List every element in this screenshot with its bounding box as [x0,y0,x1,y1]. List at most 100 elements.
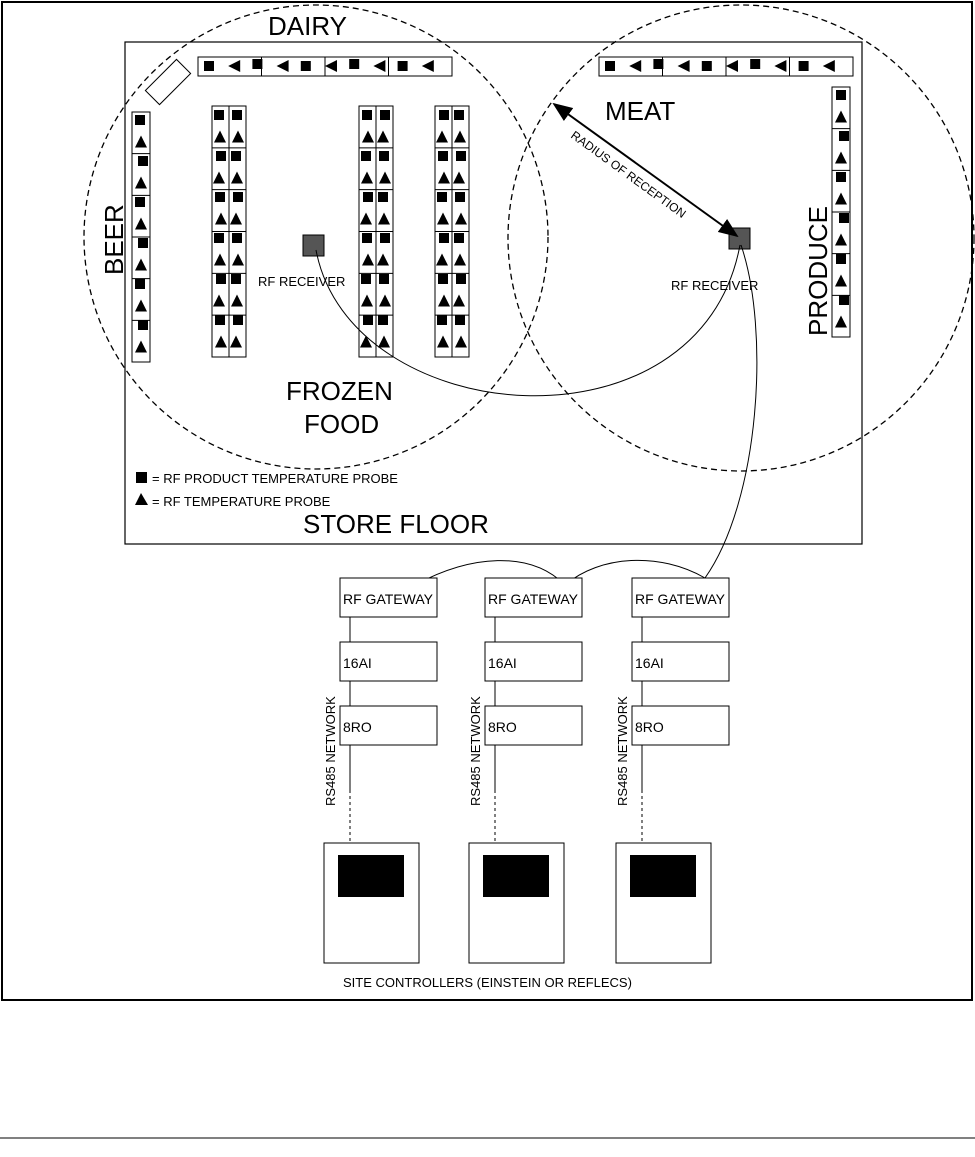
temperature-probe-triangle [228,60,240,72]
product-probe-square [363,192,373,202]
temperature-probe-triangle [823,60,835,72]
product-probe-square [301,61,311,71]
section-frozen-line1: FROZEN [286,376,393,406]
rf-gateway-label: RF GATEWAY [635,591,726,607]
temperature-probe-triangle [378,213,390,225]
rs485-network-label: RS485 NETWORK [323,696,338,806]
rs485-network-label: RS485 NETWORK [615,696,630,806]
temperature-probe-triangle [453,172,465,184]
controller-column-3: RF GATEWAY16AI8RORS485 NETWORK [615,578,729,963]
site-controller-screen [338,855,404,897]
site-controllers-caption: SITE CONTROLLERS (EINSTEIN OR REFLECS) [343,975,632,990]
temperature-probe-triangle [213,295,225,307]
temperature-probe-triangle [362,131,374,143]
temperature-probe-triangle [232,254,244,266]
product-probe-square [836,172,846,182]
product-probe-square [215,192,225,202]
product-probe-square [439,110,449,120]
module-8ro-label: 8RO [488,719,517,735]
temperature-probe-triangle [360,213,372,225]
tilted-case [145,59,190,104]
product-probe-square [138,156,148,166]
temperature-probe-triangle [230,336,242,348]
section-produce: PRODUCE [803,206,833,336]
product-probe-square [361,151,371,161]
temperature-probe-triangle [438,172,450,184]
module-16ai-label: 16AI [488,655,517,671]
temperature-probe-triangle [135,300,147,312]
temperature-probe-triangle [453,295,465,307]
product-probe-square [839,131,849,141]
product-probe-square [455,315,465,325]
product-probe-square [836,254,846,264]
temperature-probe-triangle [726,60,738,72]
product-probe-square [750,59,760,69]
site-controller-screen [630,855,696,897]
temperature-probe-triangle [325,60,337,72]
temperature-probe-triangle [436,131,448,143]
product-probe-square [204,61,214,71]
temperature-probe-triangle [231,172,243,184]
product-probe-square [454,110,464,120]
product-probe-square [437,192,447,202]
product-probe-square [437,315,447,325]
product-probe-square [231,274,241,284]
temperature-probe-triangle [377,131,389,143]
temperature-probe-triangle [362,254,374,266]
product-probe-square [216,151,226,161]
product-probe-square [138,238,148,248]
product-probe-square [378,315,388,325]
product-probe-square [233,315,243,325]
temperature-probe-triangle [436,254,448,266]
product-probe-square [135,197,145,207]
temperature-probe-triangle [135,218,147,230]
temperature-probe-triangle [215,336,227,348]
product-probe-square [232,233,242,243]
section-store-floor: STORE FLOOR [303,509,489,539]
module-8ro-label: 8RO [635,719,664,735]
temperature-probe-triangle [379,295,391,307]
product-probe-square [361,274,371,284]
product-probe-square [214,233,224,243]
product-probe-square [362,110,372,120]
temperature-probe-triangle [135,136,147,148]
product-probe-square [799,61,809,71]
product-probe-square [363,315,373,325]
rf-gateway-label: RF GATEWAY [488,591,579,607]
section-meat: MEAT [605,96,675,126]
product-probe-square [456,151,466,161]
product-probe-square [135,279,145,289]
temperature-probe-triangle [214,254,226,266]
temperature-probe-triangle [231,295,243,307]
product-probe-square [836,90,846,100]
temperature-probe-triangle [454,254,466,266]
radius-of-reception-label: RADIUS OF RECEPTION [568,128,688,221]
product-probe-square [214,110,224,120]
legend-triangle-symbol [135,493,148,505]
temperature-probe-triangle [835,111,847,123]
rs485-network-label: RS485 NETWORK [468,696,483,806]
product-probe-square [378,192,388,202]
product-probe-square [438,151,448,161]
module-8ro-label: 8RO [343,719,372,735]
product-probe-square [233,192,243,202]
temperature-probe-triangle [361,172,373,184]
section-beer: BEER [99,204,129,275]
product-probe-square [702,61,712,71]
temperature-probe-triangle [373,60,385,72]
temperature-probe-triangle [230,213,242,225]
wire-right-receiver-to-gateway [705,245,757,578]
product-probe-square [215,315,225,325]
legend-triangle-text: = RF TEMPERATURE PROBE [152,494,331,509]
module-16ai-label: 16AI [343,655,372,671]
product-probe-square [438,274,448,284]
temperature-probe-triangle [454,131,466,143]
product-probe-square [379,151,389,161]
product-probe-square [653,59,663,69]
product-probe-square [839,295,849,305]
temperature-probe-triangle [361,295,373,307]
temperature-probe-triangle [379,172,391,184]
rf-receiver-right-label: RF RECEIVER [671,278,758,293]
